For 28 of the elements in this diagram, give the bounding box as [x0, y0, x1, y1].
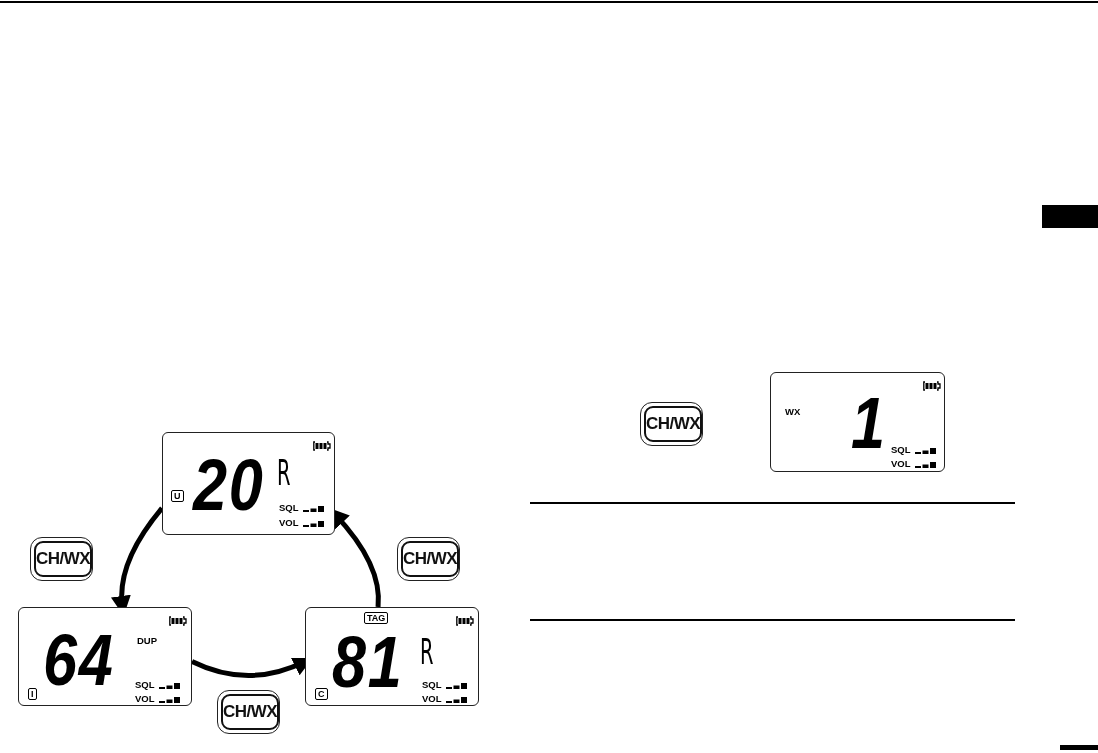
display-label: R: [277, 455, 291, 491]
key-button: CH/WX: [30, 537, 93, 581]
key-button: CH/WX: [217, 690, 280, 734]
display-label: DUP: [137, 636, 158, 646]
channel-number: 81: [332, 626, 404, 698]
indicator-label: I: [28, 688, 37, 700]
channel-number: 20: [193, 449, 265, 521]
channel-number: 64: [43, 624, 115, 696]
channel-number: 1: [851, 387, 887, 459]
key-button: CH/WX: [397, 537, 460, 581]
display-label: VOL: [891, 459, 911, 469]
indicator-label: U: [171, 490, 184, 502]
key-button: CH/WX: [640, 402, 703, 446]
display-label: SQL: [135, 680, 155, 690]
display-label: SQL: [422, 680, 442, 690]
display-label: VOL: [279, 518, 299, 528]
indicator-label: TAG: [364, 612, 389, 624]
display-label: WX: [785, 407, 801, 417]
display-label: VOL: [422, 694, 442, 704]
display-label: R: [420, 634, 434, 670]
lcd-display: [770, 372, 945, 472]
indicator-label: C: [315, 688, 328, 700]
lcd-display: [18, 607, 192, 706]
lcd-display: [162, 432, 335, 535]
display-label: SQL: [279, 503, 299, 513]
lcd-display: [305, 607, 479, 706]
display-label: VOL: [135, 694, 155, 704]
display-label: SQL: [891, 445, 911, 455]
